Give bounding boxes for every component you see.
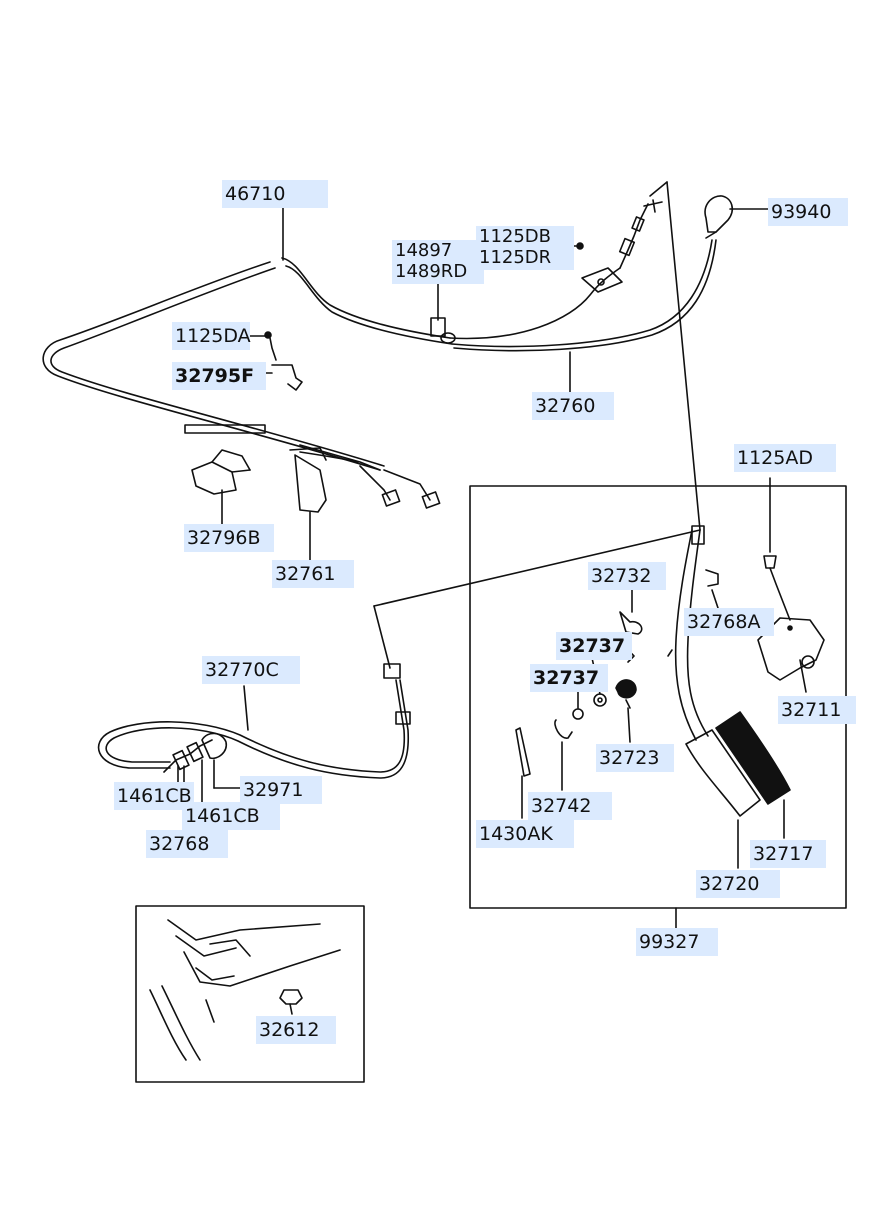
label-32971: 32971 (240, 776, 322, 804)
label-1430ak: 1430AK (476, 820, 574, 848)
label-14897: 14897 (395, 240, 453, 261)
cable-link-line (666, 181, 701, 531)
label-32768: 32768 (146, 830, 228, 858)
label-1125db-1125dr: 1125DB 1125DR (476, 226, 574, 270)
label-1461cb-right: 1461CB (182, 802, 280, 830)
label-32796b: 32796B (184, 524, 274, 552)
label-46710: 46710 (222, 180, 328, 208)
label-32760: 32760 (532, 392, 614, 420)
label-32761: 32761 (272, 560, 354, 588)
label-32737-lower: 32737 (530, 664, 608, 692)
label-32612: 32612 (256, 1016, 336, 1044)
label-1125ad: 1125AD (734, 444, 836, 472)
label-32737-upper: 32737 (556, 632, 632, 660)
label-32720: 32720 (696, 870, 780, 898)
label-32795f: 32795F (172, 362, 266, 390)
inset-box (135, 905, 365, 1083)
label-1461cb-left: 1461CB (114, 782, 194, 810)
label-32742: 32742 (528, 792, 612, 820)
label-32723: 32723 (596, 744, 674, 772)
label-32717: 32717 (750, 840, 826, 868)
pedal-assembly (515, 477, 825, 817)
inset-detail (149, 919, 341, 1061)
lower-cable-link-line (373, 529, 701, 607)
label-14897-1489rd: 14897 1489RD (392, 240, 484, 284)
label-1125dr: 1125DR (479, 247, 552, 268)
label-32770c: 32770C (202, 656, 300, 684)
label-1125db: 1125DB (479, 226, 552, 247)
label-1125da: 1125DA (172, 322, 251, 350)
label-32732: 32732 (588, 562, 666, 590)
label-93940: 93940 (768, 198, 848, 226)
label-99327: 99327 (636, 928, 718, 956)
label-32711: 32711 (778, 696, 856, 724)
label-32768a: 32768A (684, 608, 774, 636)
label-1489rd: 1489RD (395, 261, 468, 282)
upper-cable-assembly (42, 195, 734, 513)
